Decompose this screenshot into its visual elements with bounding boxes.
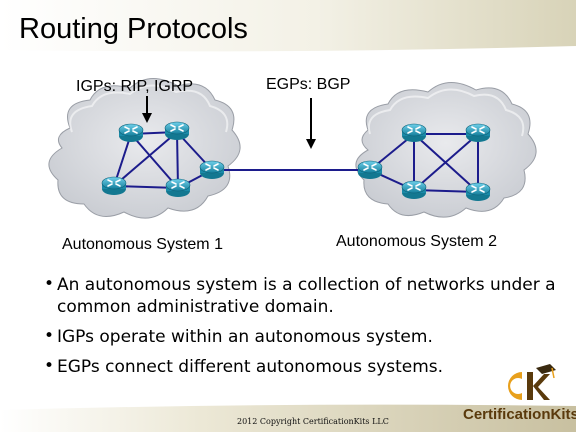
- bullet-list: •An autonomous system is a collection of…: [44, 274, 564, 386]
- router-icon: [101, 176, 127, 196]
- bullet-glyph: •: [44, 326, 55, 346]
- egp-label: EGPs: BGP: [266, 76, 351, 93]
- bullet-item: •EGPs connect different autonomous syste…: [44, 356, 564, 378]
- as2-label: Autonomous System 2: [336, 233, 497, 250]
- router-icon: [465, 123, 491, 143]
- bullet-glyph: •: [44, 274, 55, 294]
- as1-label: Autonomous System 1: [62, 236, 223, 253]
- router-icon: [164, 121, 190, 141]
- certificationkits-logo-icon: [508, 364, 556, 400]
- bullet-item: •IGPs operate within an autonomous syste…: [44, 326, 564, 348]
- bullet-text: EGPs connect different autonomous system…: [57, 357, 444, 377]
- footer-band: [0, 404, 576, 432]
- brand-name: CertificationKits: [463, 406, 576, 423]
- slide-title: Routing Protocols: [19, 13, 248, 45]
- bullet-text: An autonomous system is a collection of …: [57, 275, 556, 317]
- router-icon: [199, 160, 225, 180]
- router-icon: [165, 178, 191, 198]
- bullet-item: •An autonomous system is a collection of…: [44, 274, 564, 318]
- copyright-text: 2012 Copyright CertificationKits LLC: [237, 417, 389, 426]
- router-icon: [465, 182, 491, 202]
- router-icon: [401, 180, 427, 200]
- title-band: [0, 0, 576, 52]
- bullet-glyph: •: [44, 356, 55, 376]
- router-icon: [357, 160, 383, 180]
- arrow-down-icon: [142, 96, 152, 123]
- igp-label: IGPs: RIP, IGRP: [76, 78, 194, 95]
- network-diagram: [48, 78, 537, 219]
- router-icon: [118, 123, 144, 143]
- bullet-text: IGPs operate within an autonomous system…: [57, 327, 433, 347]
- cloud-icon-as2: [355, 82, 537, 218]
- router-icon: [401, 123, 427, 143]
- arrow-down-icon: [306, 98, 316, 149]
